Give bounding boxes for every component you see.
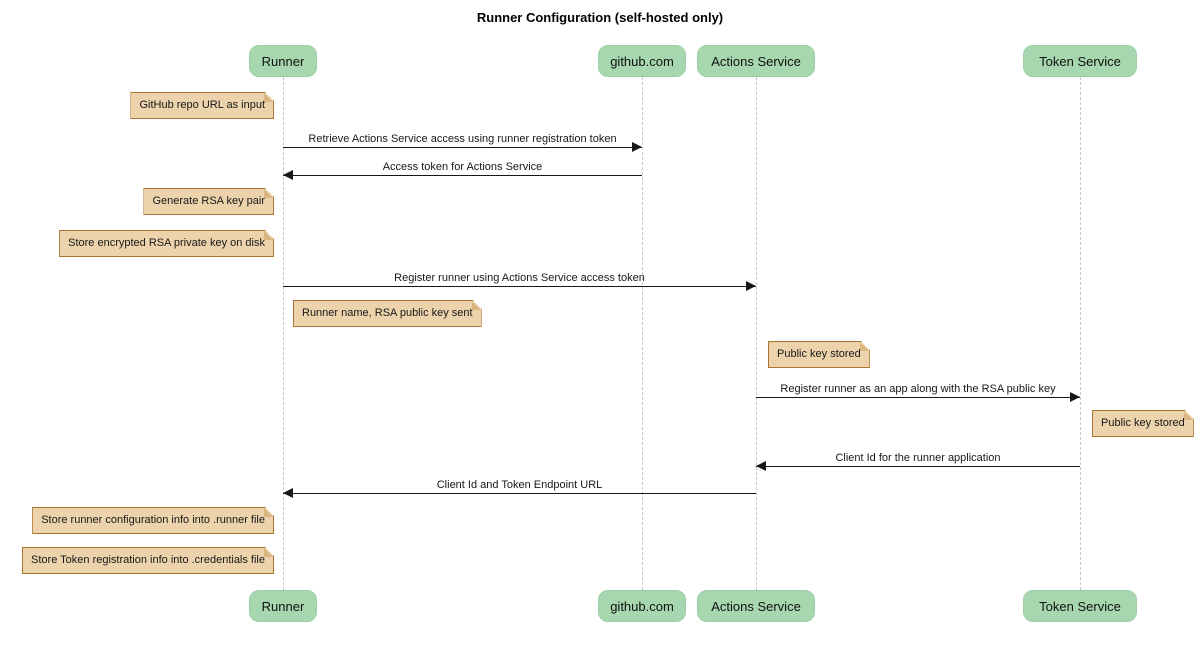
participant-actions-service-top: Actions Service xyxy=(697,45,815,77)
note-fold-icon xyxy=(1184,411,1193,420)
note-fold-icon xyxy=(264,189,273,198)
participant-token-service-bottom: Token Service xyxy=(1023,590,1137,622)
participant-token-service-top: Token Service xyxy=(1023,45,1137,77)
note-generate-rsa-key: Generate RSA key pair xyxy=(143,188,274,215)
note-fold-icon xyxy=(472,301,481,310)
note-text: Public key stored xyxy=(777,348,861,360)
participant-github-top: github.com xyxy=(598,45,686,77)
arrowhead-left-icon xyxy=(283,170,293,180)
message-line-client-id-runner-app xyxy=(756,466,1080,467)
diagram-title: Runner Configuration (self-hosted only) xyxy=(476,10,724,25)
message-label-retrieve-actions-access: Retrieve Actions Service access using ru… xyxy=(308,133,617,145)
participant-runner-top: Runner xyxy=(249,45,317,77)
note-text: Public key stored xyxy=(1101,417,1185,429)
note-text: Generate RSA key pair xyxy=(152,195,265,207)
message-label-register-runner-app: Register runner as an app along with the… xyxy=(780,383,1056,395)
note-fold-icon xyxy=(264,93,273,102)
note-text: Store Token registration info into .cred… xyxy=(31,554,265,566)
message-line-register-runner-app xyxy=(756,397,1080,398)
lifeline-github xyxy=(642,77,643,590)
message-line-access-token xyxy=(283,175,642,176)
message-label-client-id-runner-app: Client Id for the runner application xyxy=(835,452,1001,464)
message-line-register-runner xyxy=(283,286,756,287)
arrowhead-right-icon xyxy=(1070,392,1080,402)
note-store-encrypted-key: Store encrypted RSA private key on disk xyxy=(59,230,274,257)
note-runner-name-public-key: Runner name, RSA public key sent xyxy=(293,300,482,327)
note-store-runner-config: Store runner configuration info into .ru… xyxy=(32,507,274,534)
arrowhead-right-icon xyxy=(746,281,756,291)
note-text: Store runner configuration info into .ru… xyxy=(41,514,265,526)
note-fold-icon xyxy=(264,508,273,517)
lifeline-runner xyxy=(283,77,284,590)
note-fold-icon xyxy=(860,342,869,351)
note-fold-icon xyxy=(264,231,273,240)
message-line-retrieve-actions-access xyxy=(283,147,642,148)
lifeline-token-service xyxy=(1080,77,1081,590)
note-github-repo-url: GitHub repo URL as input xyxy=(130,92,274,119)
lifeline-actions-service xyxy=(756,77,757,590)
message-label-access-token: Access token for Actions Service xyxy=(382,161,543,173)
message-label-client-id-endpoint: Client Id and Token Endpoint URL xyxy=(436,479,603,491)
note-public-key-stored-actions: Public key stored xyxy=(768,341,870,368)
arrowhead-right-icon xyxy=(632,142,642,152)
participant-runner-bottom: Runner xyxy=(249,590,317,622)
message-line-client-id-endpoint xyxy=(283,493,756,494)
arrowhead-left-icon xyxy=(283,488,293,498)
participant-actions-service-bottom: Actions Service xyxy=(697,590,815,622)
note-text: Runner name, RSA public key sent xyxy=(302,307,473,319)
note-fold-icon xyxy=(264,548,273,557)
note-store-token-registration: Store Token registration info into .cred… xyxy=(22,547,274,574)
arrowhead-left-icon xyxy=(756,461,766,471)
participant-github-bottom: github.com xyxy=(598,590,686,622)
note-text: GitHub repo URL as input xyxy=(139,99,265,111)
message-label-register-runner: Register runner using Actions Service ac… xyxy=(394,272,645,284)
note-public-key-stored-token: Public key stored xyxy=(1092,410,1194,437)
note-text: Store encrypted RSA private key on disk xyxy=(68,237,265,249)
